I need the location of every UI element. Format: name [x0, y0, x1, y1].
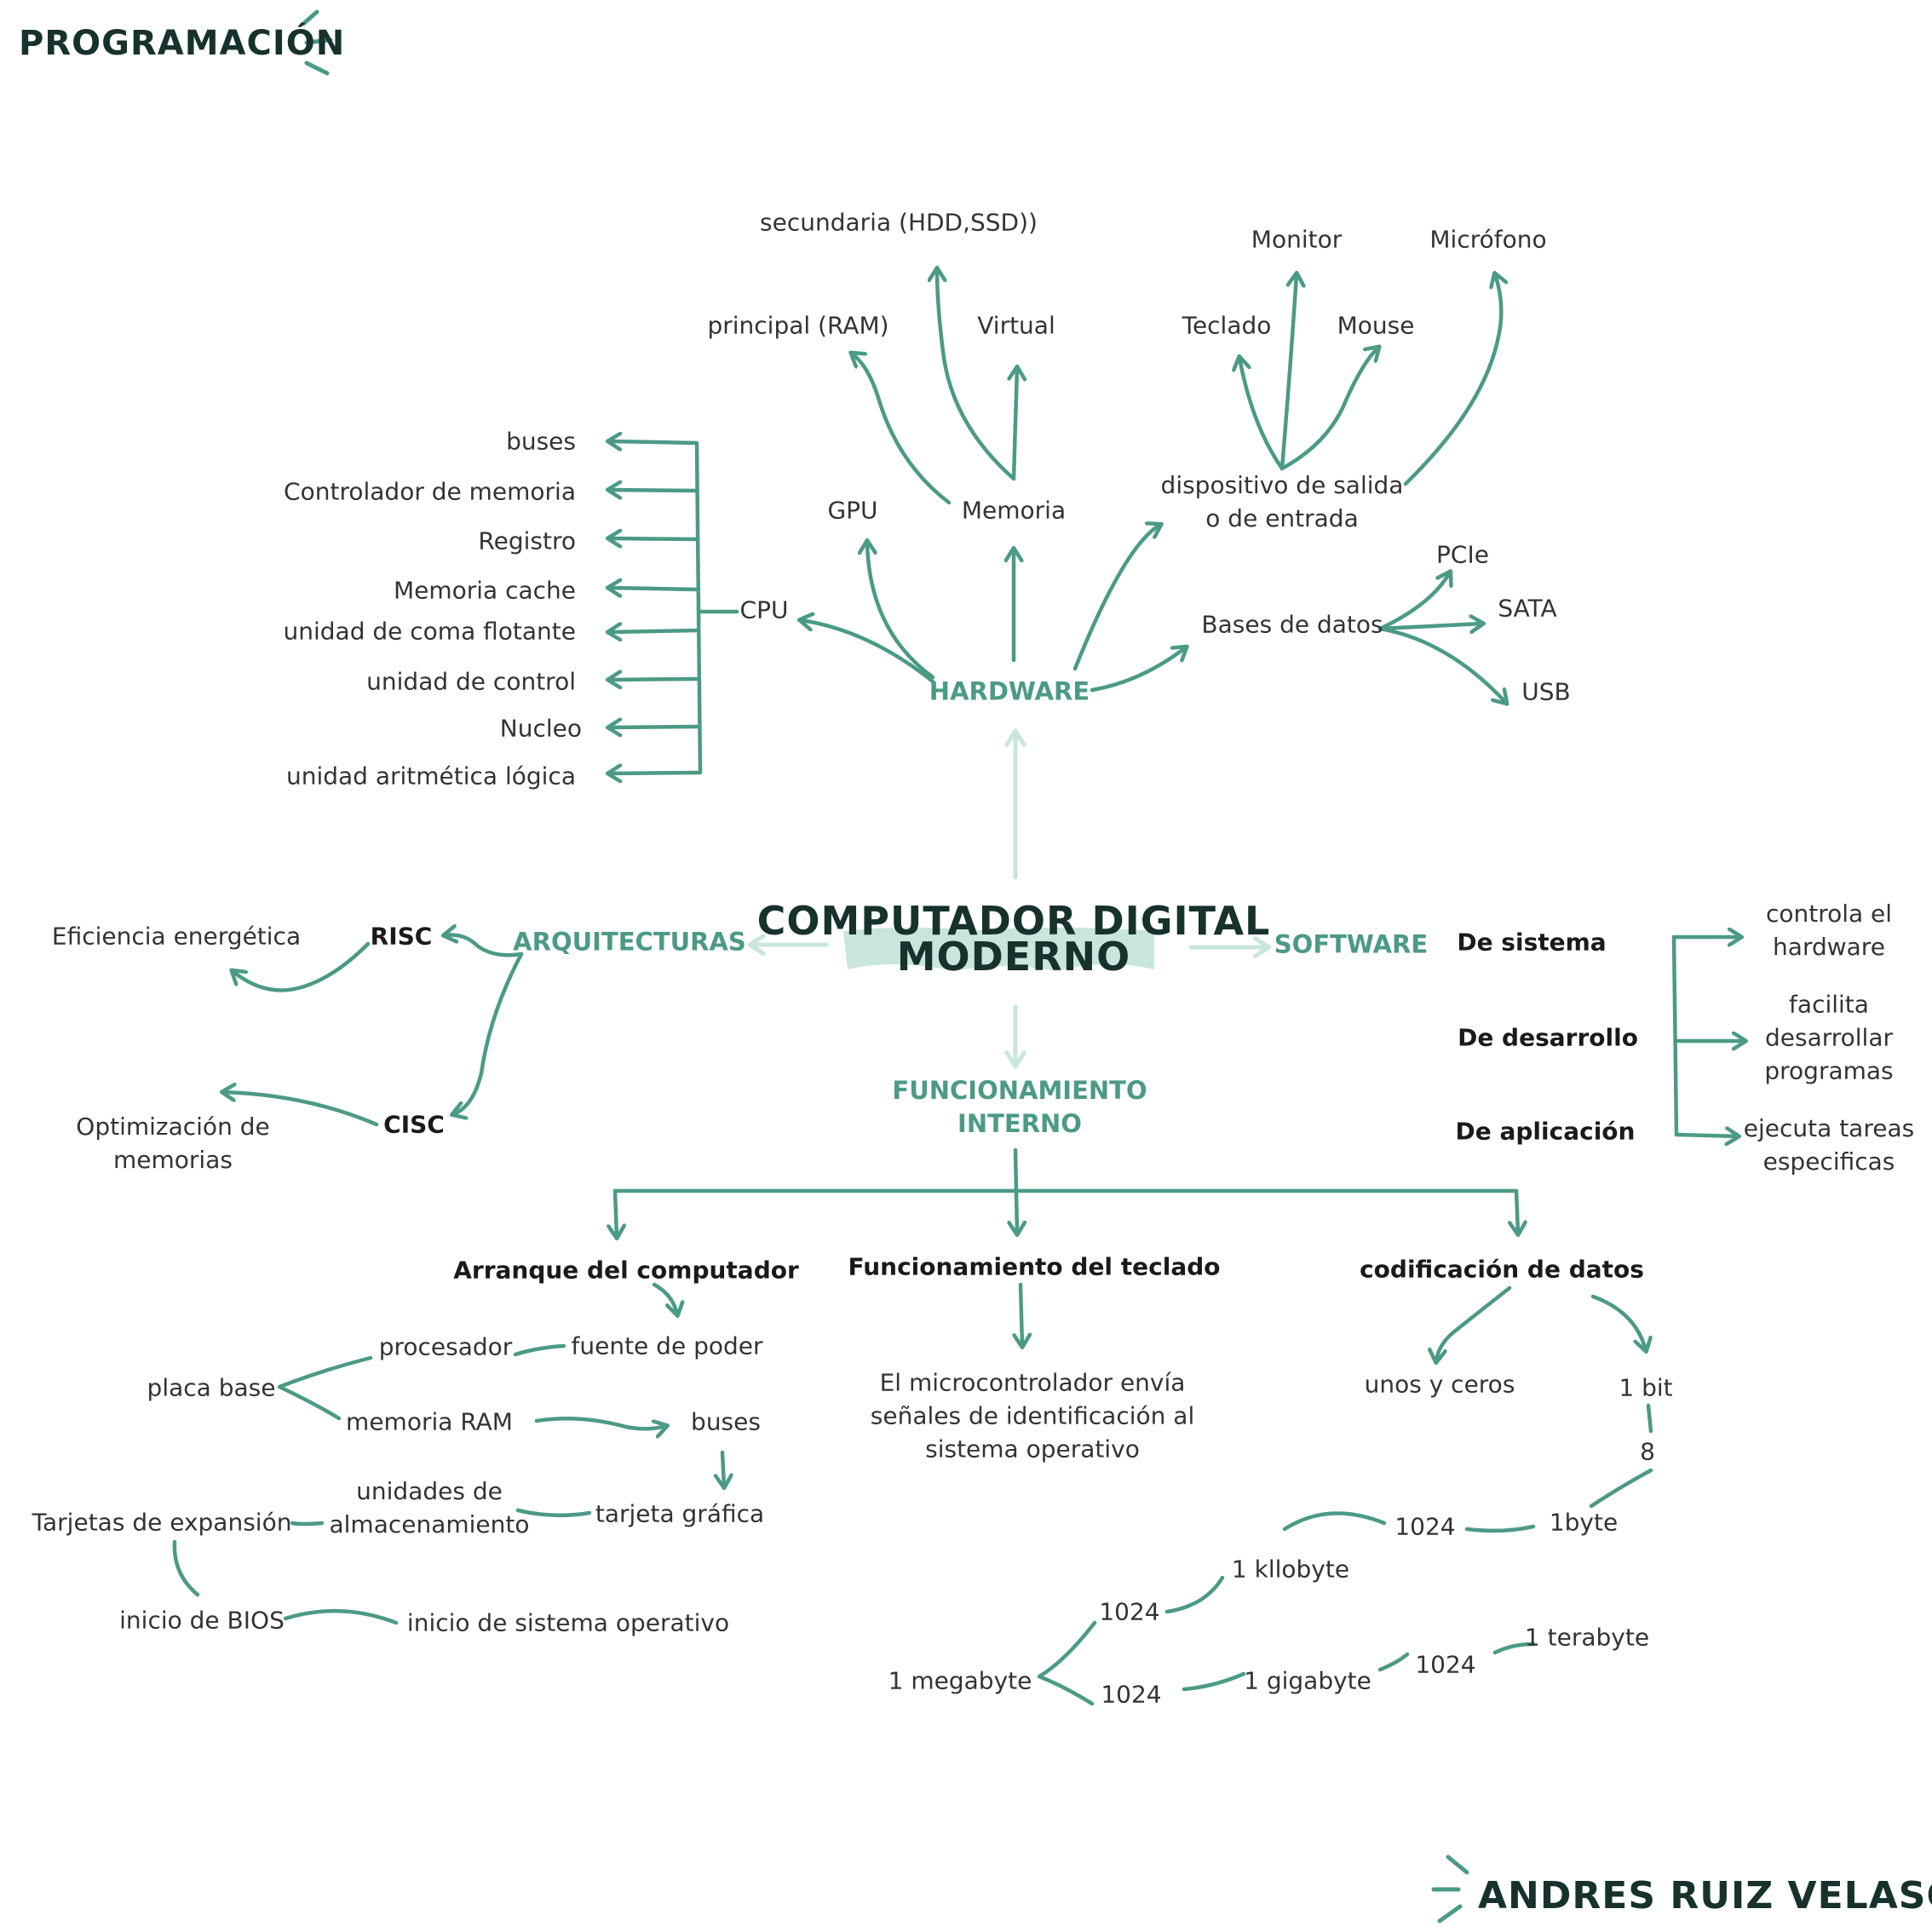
branch-arquitecturas: ARQUITECTURAS [513, 927, 746, 957]
central-concept-line2: MODERNO [896, 934, 1131, 980]
teclado-title: Funcionamiento del teclado [848, 1252, 1221, 1281]
software-desc-aplicacion-line2: especificas [1762, 1147, 1895, 1176]
cod-1024: 1024 [1415, 1650, 1476, 1679]
device-teclado: Teclado [1182, 311, 1272, 340]
header-burst-icon [301, 9, 333, 76]
branch-hardware: HARDWARE [929, 676, 1090, 706]
software-desc-desarrollo-line1: facilita [1789, 990, 1869, 1019]
cod-terabyte: 1 terabyte [1524, 1623, 1650, 1652]
arch-cisc: CISC [383, 1110, 445, 1139]
node-dispositivo-line2: o de entrada [1205, 504, 1359, 532]
software-type-aplicacion: De aplicación [1455, 1117, 1636, 1146]
node-bases-de-datos: Bases de datos [1201, 610, 1383, 639]
arranque-procesador: procesador [378, 1332, 513, 1361]
teclado-desc: El microcontrolador envía señales de ide… [871, 1366, 1194, 1466]
arch-cisc-desc-line2: memorias [113, 1146, 233, 1174]
cpu-item: Nucleo [499, 714, 582, 743]
footer-burst-icon [1431, 1854, 1469, 1923]
cpu-item: Registro [478, 526, 576, 555]
branch-software: SOFTWARE [1274, 929, 1429, 959]
bus-usb: USB [1521, 677, 1571, 706]
software-type-desarrollo: De desarrollo [1458, 1023, 1638, 1052]
codificacion-title: codificación de datos [1360, 1255, 1644, 1284]
arranque-tarjeta-grafica: tarjeta gráfica [595, 1499, 765, 1528]
title-highlight-shape [843, 927, 1154, 971]
memoria-virtual: Virtual [977, 311, 1055, 340]
software-desc-desarrollo: facilita desarrollar programas [1764, 988, 1893, 1088]
device-microfono: Micrófono [1429, 225, 1547, 254]
node-memoria: Memoria [961, 496, 1067, 525]
branch-funcionamiento-line2: INTERNO [957, 1109, 1082, 1138]
cod-megabyte: 1 megabyte [888, 1666, 1032, 1695]
software-desc-aplicacion: ejecuta tareas especificas [1744, 1112, 1914, 1178]
cpu-item: unidad aritmética lógica [285, 762, 576, 791]
arranque-title: Arranque del computador [453, 1256, 799, 1285]
cod-1024: 1024 [1394, 1512, 1456, 1541]
arranque-ram: memoria RAM [346, 1407, 513, 1436]
arranque-buses: buses [691, 1407, 761, 1436]
arranque-unidades: unidades de almacenamiento [329, 1475, 529, 1541]
bus-pcie: PCIe [1436, 540, 1489, 569]
software-desc-sistema-line2: hardware [1773, 933, 1885, 961]
arranque-bios: inicio de BIOS [119, 1606, 285, 1635]
bus-sata: SATA [1498, 594, 1557, 623]
arranque-unidades-line2: almacenamiento [329, 1510, 530, 1538]
teclado-desc-line3: sistema operativo [925, 1435, 1140, 1463]
cpu-item: Memoria cache [393, 576, 576, 605]
cpu-item: Controlador de memoria [284, 477, 576, 506]
branch-funcionamiento-line1: FUNCIONAMIENTO [892, 1076, 1147, 1105]
cod-1024: 1024 [1099, 1597, 1160, 1626]
software-desc-sistema: controla el hardware [1766, 897, 1892, 963]
branch-funcionamiento: FUNCIONAMIENTO INTERNO [892, 1074, 1147, 1141]
arranque-fuente: fuente de poder [571, 1331, 763, 1360]
arch-cisc-desc: Optimización de memorias [76, 1110, 269, 1176]
arranque-unidades-line1: unidades de [356, 1477, 503, 1505]
node-dispositivo: dispositivo de salida o de entrada [1161, 469, 1404, 535]
arranque-placa-base: placa base [147, 1373, 276, 1402]
cpu-item: buses [506, 427, 576, 456]
central-concept: COMPUTADOR DIGITAL MODERNO [756, 898, 1271, 980]
cod-bit: 1 bit [1619, 1373, 1673, 1402]
arranque-tarjetas-expansion: Tarjetas de expansión [32, 1508, 292, 1537]
cod-kilobyte: 1 kllobyte [1231, 1555, 1350, 1584]
arch-cisc-desc-line1: Optimización de [76, 1113, 270, 1141]
cod-unos-ceros: unos y ceros [1364, 1370, 1515, 1399]
arch-risc-desc: Eficiencia energética [51, 922, 302, 951]
cod-1024: 1024 [1101, 1680, 1162, 1709]
memoria-secundaria: secundaria (HDD,SSD)) [760, 208, 1038, 237]
cpu-item: unidad de coma flotante [283, 617, 577, 646]
page-header-title: PROGRAMACIÓN [19, 24, 346, 63]
node-cpu: CPU [739, 595, 789, 624]
cpu-item: unidad de control [366, 667, 576, 696]
memoria-principal: principal (RAM) [707, 311, 889, 340]
teclado-desc-line1: El microcontrolador envía [879, 1368, 1186, 1397]
central-concept-line1: COMPUTADOR DIGITAL [756, 898, 1271, 944]
software-type-sistema: De sistema [1457, 928, 1607, 957]
teclado-desc-line2: señales de identificación al [870, 1401, 1195, 1430]
software-desc-desarrollo-line3: programas [1764, 1056, 1894, 1085]
node-gpu: GPU [827, 496, 878, 525]
cod-gigabyte: 1 gigabyte [1244, 1666, 1371, 1695]
author-name: ANDRES RUIZ VELASQUEZ [1478, 1874, 1932, 1918]
node-dispositivo-line1: dispositivo de salida [1160, 471, 1404, 499]
device-mouse: Mouse [1337, 311, 1415, 340]
device-monitor: Monitor [1251, 225, 1343, 254]
arranque-so: inicio de sistema operativo [406, 1608, 730, 1637]
cod-byte: 1byte [1549, 1508, 1619, 1537]
cod-ocho: 8 [1640, 1437, 1655, 1466]
software-desc-sistema-line1: controla el [1765, 900, 1893, 928]
software-desc-aplicacion-line1: ejecuta tareas [1743, 1114, 1915, 1142]
arch-risc: RISC [370, 922, 433, 951]
software-desc-desarrollo-line2: desarrollar [1764, 1023, 1894, 1052]
